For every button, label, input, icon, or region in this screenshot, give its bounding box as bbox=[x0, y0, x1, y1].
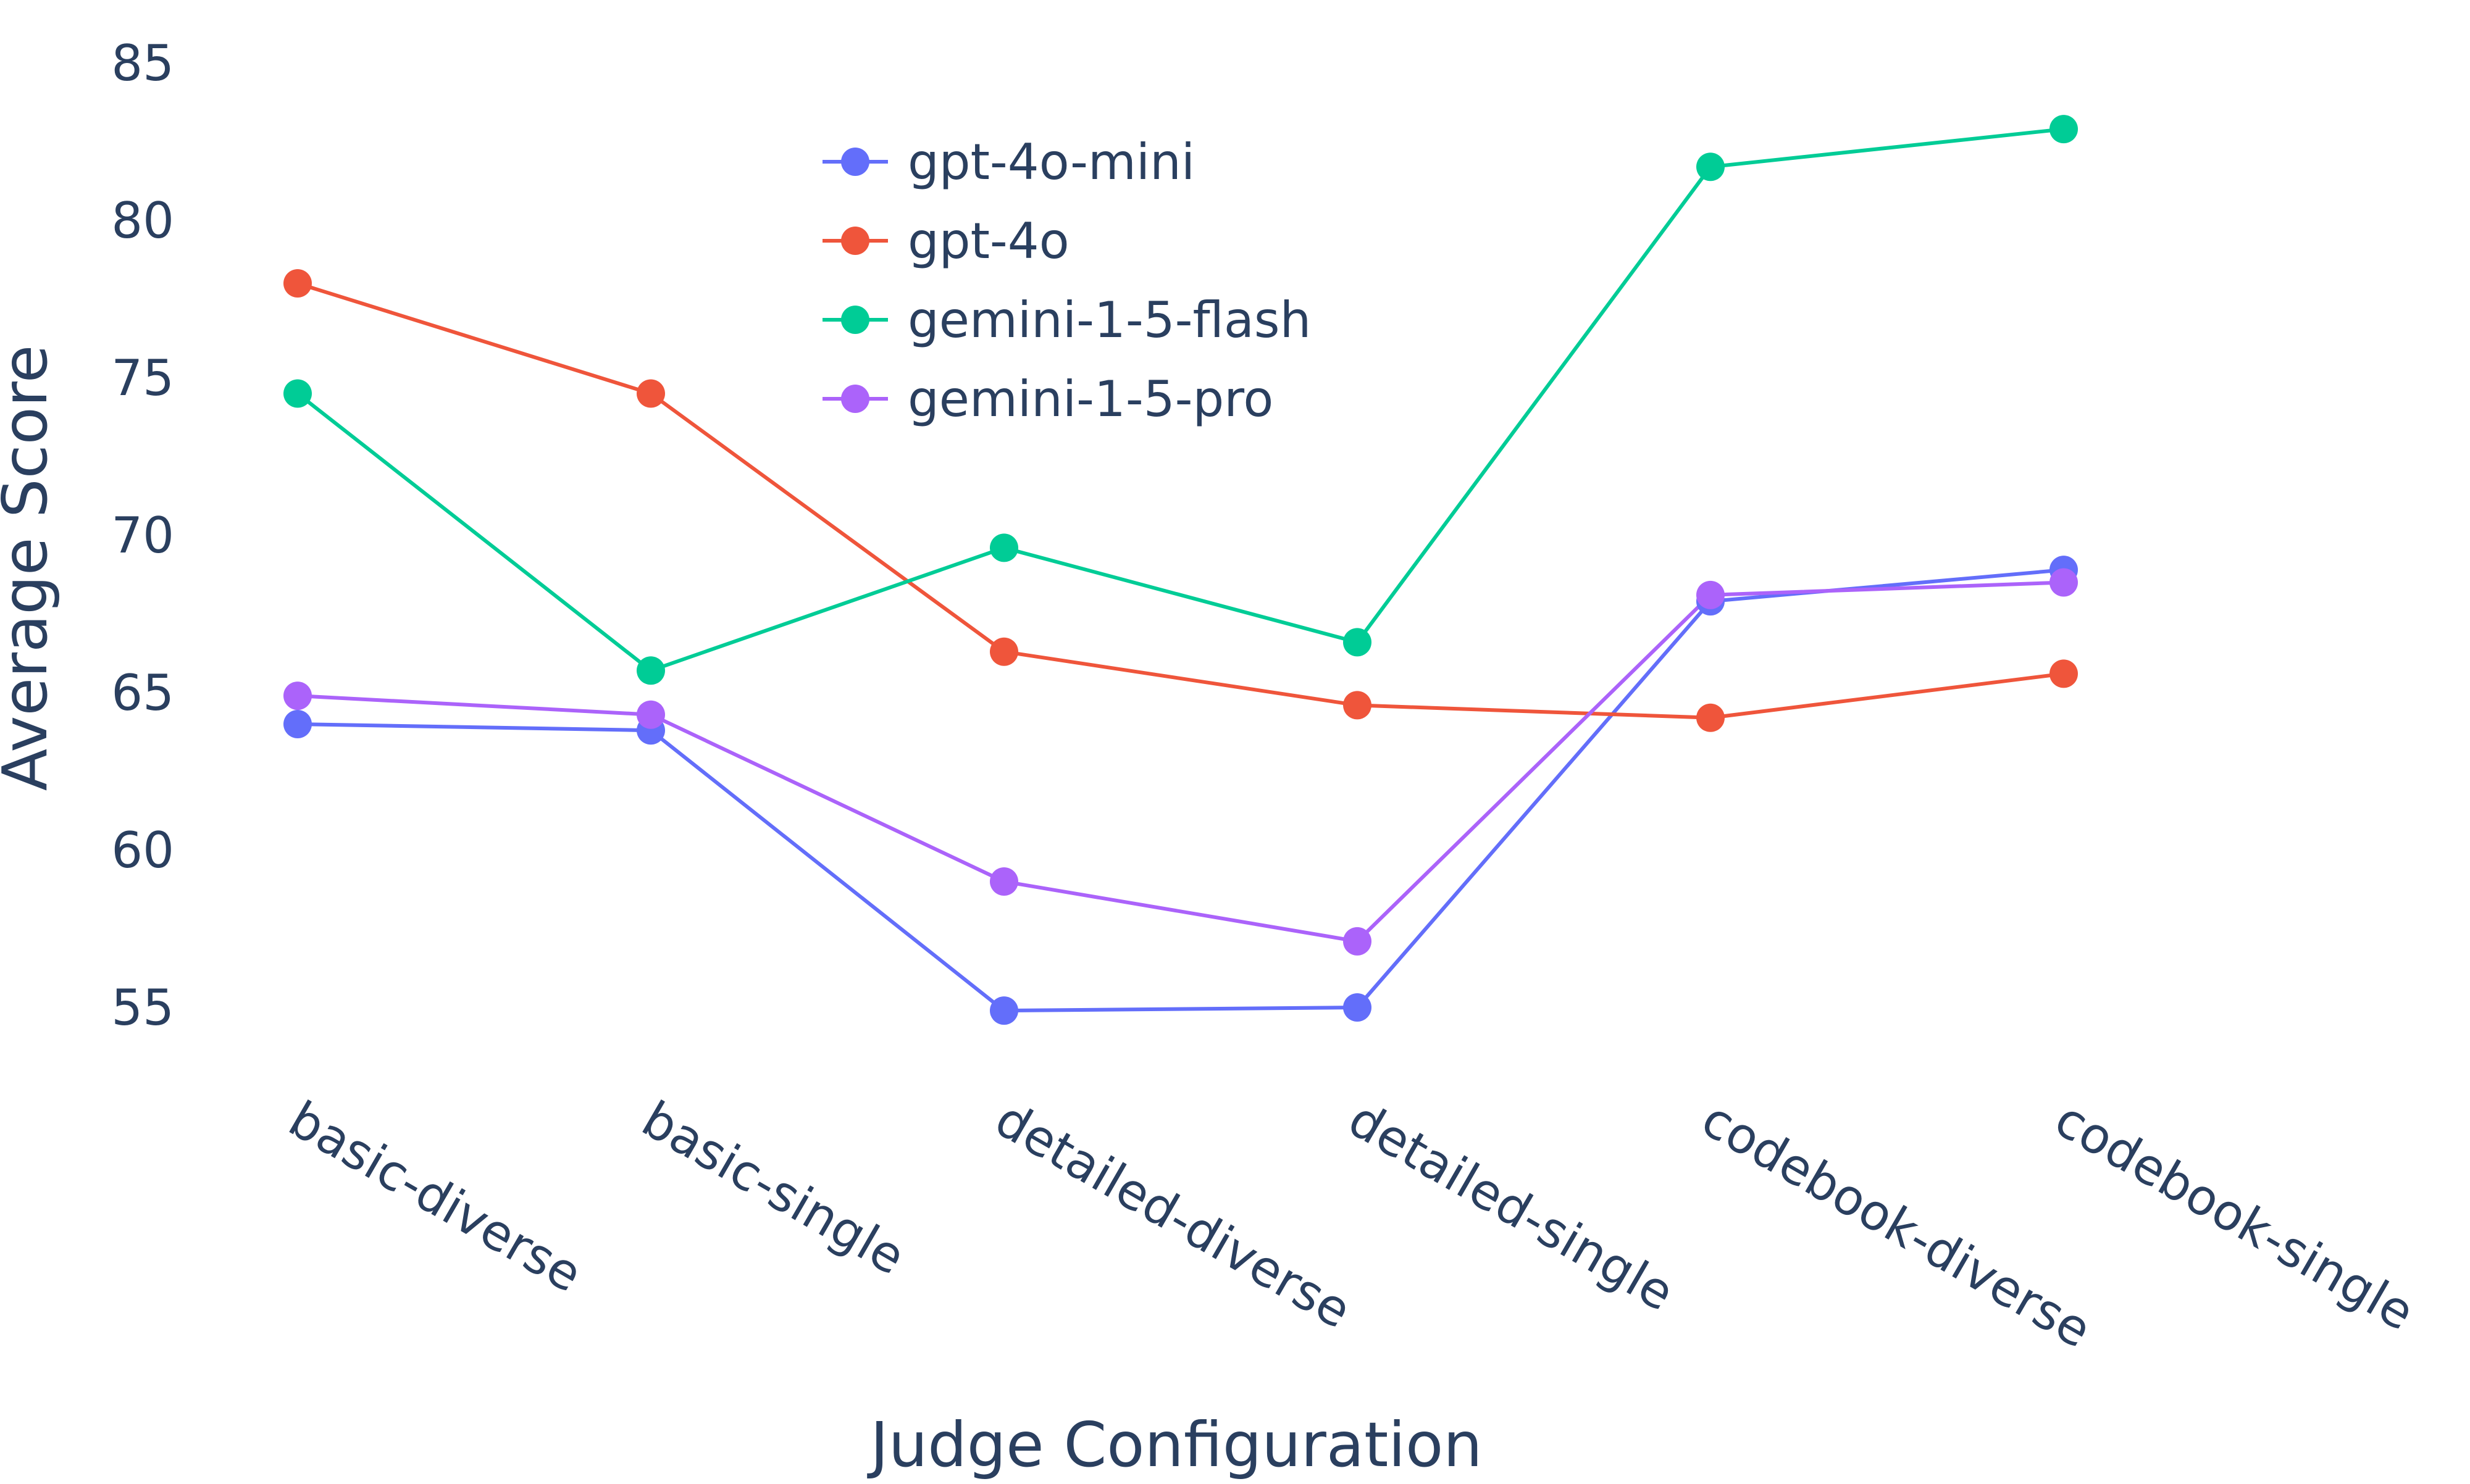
y-tick-label: 80 bbox=[111, 192, 174, 249]
y-tick-label: 60 bbox=[111, 822, 174, 879]
data-point[interactable] bbox=[283, 379, 312, 408]
x-tick-label: detailed-single bbox=[1339, 1090, 1684, 1322]
series-line bbox=[297, 568, 2064, 1013]
legend-marker bbox=[841, 385, 869, 413]
data-point[interactable] bbox=[1696, 580, 1725, 609]
x-axis-title: Judge Configuration bbox=[866, 1409, 1482, 1481]
legend: gpt-4o-mini gpt-4o gemini-1-5-flash gemini-… bbox=[823, 133, 1311, 428]
data-point[interactable] bbox=[283, 710, 312, 738]
x-tick-label: codebook-diverse bbox=[1693, 1090, 2101, 1359]
x-tick-label: basic-single bbox=[633, 1090, 915, 1286]
legend-item[interactable]: gpt-4o-mini bbox=[823, 133, 1195, 191]
y-tick-label: 85 bbox=[111, 35, 174, 92]
data-point[interactable] bbox=[990, 996, 1018, 1025]
y-tick-label: 70 bbox=[111, 507, 174, 564]
y-axis-title: Average Score bbox=[0, 345, 61, 791]
data-point[interactable] bbox=[990, 867, 1018, 896]
data-point[interactable] bbox=[283, 269, 312, 298]
y-axis-ticks: 55 60 65 70 75 80 85 bbox=[111, 35, 174, 1036]
legend-label: gemini-1-5-pro bbox=[908, 370, 1273, 428]
data-point[interactable] bbox=[1343, 927, 1371, 956]
legend-label: gpt-4o-mini bbox=[908, 133, 1195, 191]
data-point[interactable] bbox=[990, 637, 1018, 666]
data-point[interactable] bbox=[2049, 115, 2078, 144]
y-tick-label: 55 bbox=[111, 979, 174, 1036]
data-point[interactable] bbox=[283, 682, 312, 711]
legend-marker bbox=[841, 227, 869, 255]
series-layer bbox=[283, 115, 2078, 1025]
y-tick-label: 75 bbox=[111, 349, 174, 407]
x-tick-label: detailed-diverse bbox=[986, 1090, 1361, 1340]
legend-marker bbox=[841, 306, 869, 334]
data-point[interactable] bbox=[637, 656, 665, 685]
legend-item[interactable]: gemini-1-5-pro bbox=[823, 370, 1273, 428]
y-tick-label: 65 bbox=[111, 664, 174, 722]
legend-marker bbox=[841, 148, 869, 176]
legend-item[interactable]: gpt-4o bbox=[823, 212, 1070, 270]
series-line bbox=[297, 281, 2064, 720]
data-point[interactable] bbox=[2049, 659, 2078, 688]
legend-item[interactable]: gemini-1-5-flash bbox=[823, 291, 1311, 349]
data-point[interactable] bbox=[1343, 993, 1371, 1022]
data-point[interactable] bbox=[1696, 703, 1725, 732]
data-point[interactable] bbox=[1696, 152, 1725, 181]
x-tick-label: basic-diverse bbox=[280, 1090, 592, 1304]
series-line bbox=[297, 580, 2064, 943]
data-point[interactable] bbox=[1343, 628, 1371, 657]
data-point[interactable] bbox=[2049, 568, 2078, 597]
data-point[interactable] bbox=[990, 533, 1018, 562]
legend-label: gemini-1-5-flash bbox=[908, 291, 1311, 349]
legend-label: gpt-4o bbox=[908, 212, 1070, 270]
data-point[interactable] bbox=[637, 700, 665, 729]
data-point[interactable] bbox=[1343, 691, 1371, 720]
data-point[interactable] bbox=[637, 379, 665, 408]
series-line bbox=[296, 127, 2064, 673]
x-tick-label: codebook-single bbox=[2046, 1090, 2424, 1341]
